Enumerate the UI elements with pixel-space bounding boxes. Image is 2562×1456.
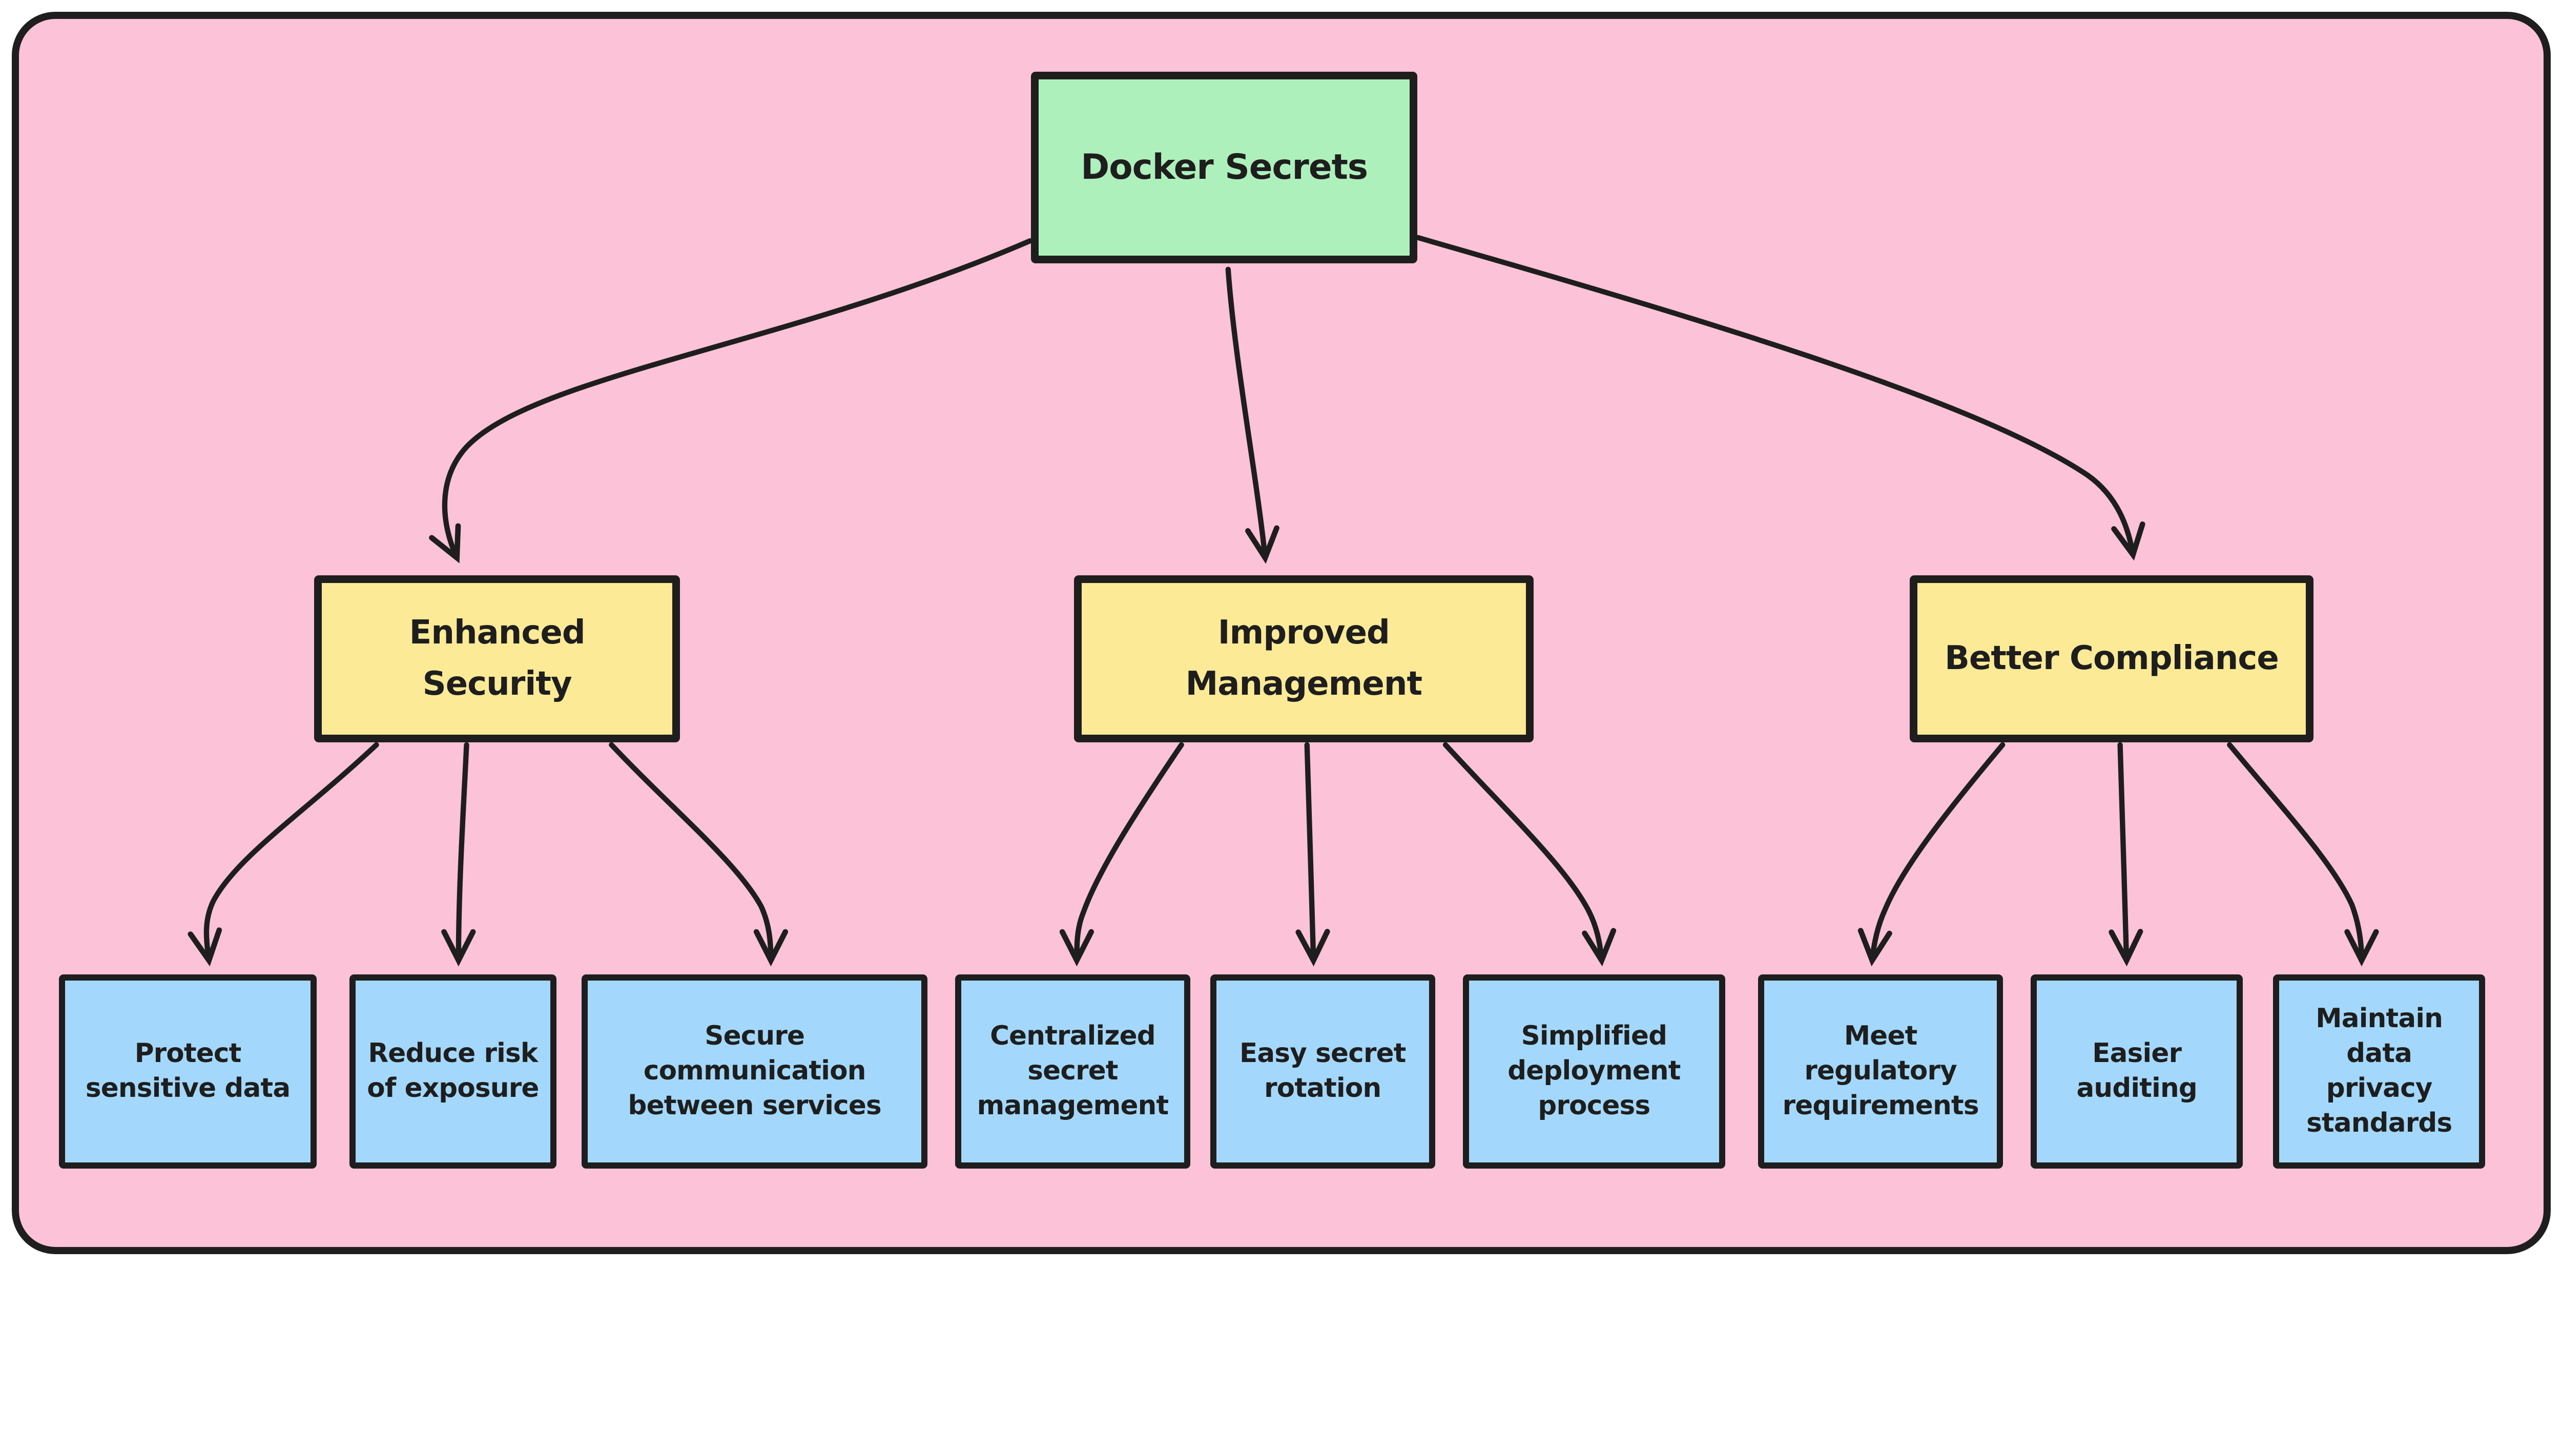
- node-centralized-secret-management: Centralized secret management: [955, 974, 1190, 1169]
- node-enhanced-security-label: Enhanced Security: [409, 614, 586, 703]
- edge-compliance-regulatory: [1857, 742, 2005, 966]
- node-meet-regulatory-requirements-label: Meet regulatory requirements: [1782, 1021, 1979, 1121]
- node-protect-sensitive-data: Protect sensitive data: [59, 974, 317, 1169]
- edge-compliance-privacy: [2226, 742, 2379, 966]
- diagram-canvas: Docker Secrets Enhanced Security Improve…: [11, 11, 2551, 1254]
- node-enhanced-security: Enhanced Security: [314, 575, 680, 742]
- node-better-compliance: Better Compliance: [1909, 575, 2314, 742]
- node-better-compliance-label: Better Compliance: [1945, 639, 2279, 677]
- edge-root-security: [428, 238, 1032, 564]
- node-simplified-deployment-process-label: Simplified deployment process: [1507, 1021, 1681, 1121]
- diagram-frame: Docker Secrets Enhanced Security Improve…: [11, 11, 2551, 1254]
- edge-management-deploy: [1442, 742, 1616, 966]
- edge-management-rotation: [1295, 742, 1330, 966]
- edge-security-protect: [187, 742, 379, 966]
- node-docker-secrets: Docker Secrets: [1031, 71, 1418, 263]
- node-simplified-deployment-process: Simplified deployment process: [1462, 974, 1726, 1169]
- node-reduce-risk-of-exposure-label: Reduce risk of exposure: [367, 1038, 539, 1104]
- node-reduce-risk-of-exposure: Reduce risk of exposure: [349, 974, 556, 1169]
- node-maintain-data-privacy-standards-label: Maintain data privacy standards: [2306, 1003, 2452, 1139]
- node-easy-secret-rotation-label: Easy secret rotation: [1239, 1038, 1406, 1104]
- edge-compliance-audit: [2108, 742, 2143, 966]
- node-improved-management-label: Improved Management: [1185, 614, 1422, 703]
- node-docker-secrets-label: Docker Secrets: [1081, 147, 1368, 188]
- node-secure-communication: Secure communication between services: [582, 974, 928, 1169]
- edge-management-central: [1059, 742, 1184, 966]
- edge-security-securecomm: [608, 742, 788, 966]
- edge-security-reduce: [441, 742, 476, 966]
- node-easy-secret-rotation: Easy secret rotation: [1210, 974, 1435, 1169]
- node-secure-communication-label: Secure communication between services: [628, 1021, 882, 1121]
- node-protect-sensitive-data-label: Protect sensitive data: [85, 1038, 291, 1104]
- node-easier-auditing-label: Easier auditing: [2076, 1038, 2198, 1104]
- node-centralized-secret-management-label: Centralized secret management: [977, 1021, 1169, 1121]
- node-meet-regulatory-requirements: Meet regulatory requirements: [1758, 974, 2003, 1169]
- edge-root-management: [1225, 266, 1279, 564]
- node-easier-auditing: Easier auditing: [2031, 974, 2243, 1169]
- node-improved-management: Improved Management: [1073, 575, 1534, 742]
- edge-root-compliance: [1415, 235, 2145, 560]
- node-maintain-data-privacy-standards: Maintain data privacy standards: [2273, 974, 2486, 1169]
